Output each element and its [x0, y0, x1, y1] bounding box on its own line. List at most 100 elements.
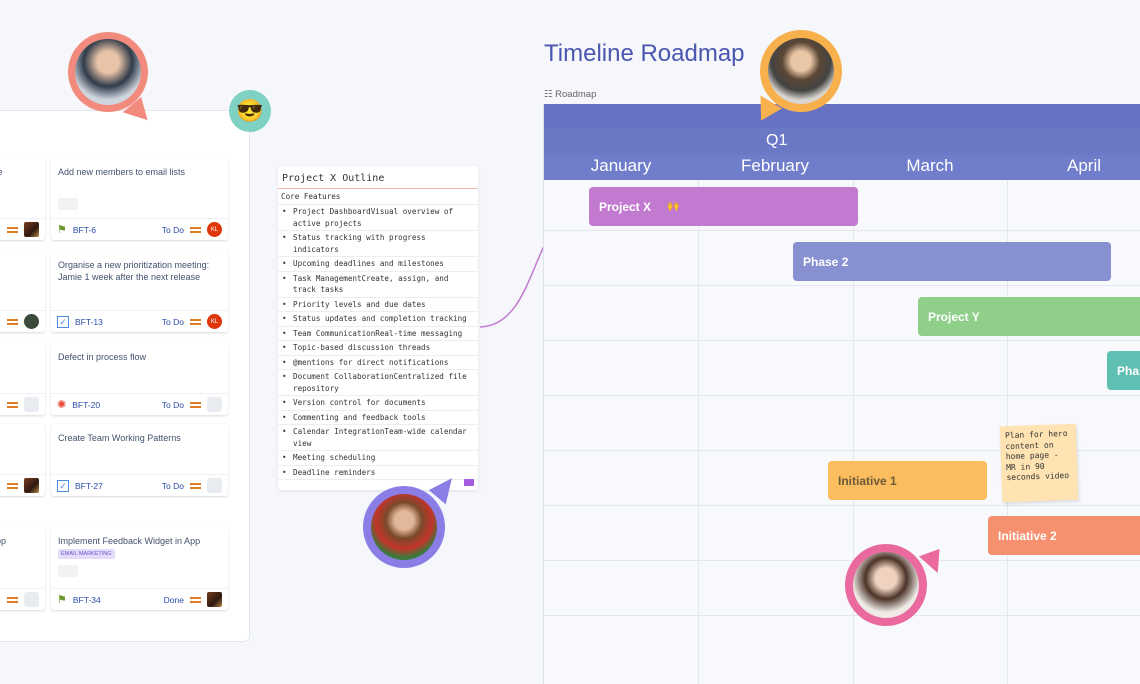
quarter-label: Q1	[766, 132, 788, 149]
collaborator-avatar	[760, 30, 842, 112]
gantt-chart[interactable]: Q1 January February March April Project …	[543, 104, 1140, 684]
outline-title: Project X Outline	[278, 166, 478, 189]
issue-key[interactable]: BFT-6	[72, 224, 97, 235]
avatar	[207, 478, 222, 493]
card-title: Organise a new prioritization meeting: J…	[58, 260, 210, 282]
collaborator-avatar	[68, 32, 148, 112]
issue-key[interactable]: BFT-27	[75, 480, 103, 491]
card-title: App	[0, 536, 7, 546]
bug-icon: ✺	[57, 399, 67, 411]
card-partial[interactable]: e	[0, 343, 45, 415]
bar-project-y[interactable]: Project Y	[918, 297, 1140, 336]
bar-label: Initiative 2	[998, 528, 1057, 543]
roadmap-title: Timeline Roadmap	[544, 40, 745, 67]
comment-icon[interactable]	[464, 479, 474, 486]
month-label: February	[740, 156, 810, 175]
priority-icon	[7, 482, 18, 489]
bar-phase-2[interactable]: Phase 2	[793, 242, 1111, 281]
card-title: Create Team Working Patterns	[58, 433, 181, 443]
outline-item: Deadline reminders	[278, 466, 478, 480]
issue-key[interactable]: BFT-34	[72, 594, 101, 605]
quarter-row: Q1	[544, 128, 1140, 155]
card-title: Add new members to email lists	[58, 167, 186, 177]
bar-initiative-2[interactable]: Initiative 2	[988, 516, 1140, 555]
bar-label: Phase 2	[803, 254, 849, 269]
project-outline-document[interactable]: Project X Outline Core Features Project …	[278, 166, 478, 490]
roadmap-icon: ☷	[544, 89, 556, 100]
bar-label: Project X	[599, 199, 652, 214]
task-checkbox-icon: ✓	[57, 315, 69, 328]
avatar	[207, 397, 222, 412]
priority-icon	[190, 596, 201, 603]
avatar: KL	[207, 222, 222, 237]
avatar	[24, 222, 39, 237]
story-bookmark-icon: ⚑	[57, 224, 67, 236]
grid-line	[544, 230, 1140, 231]
month-label: January	[590, 156, 652, 175]
month-label: March	[906, 156, 954, 175]
issue-key[interactable]: BFT-20	[72, 399, 101, 410]
roadmap-label-text: Roadmap	[555, 89, 597, 100]
grid-line	[698, 180, 699, 684]
issue-card[interactable]: Implement Feedback Widget in App EMAIL M…	[51, 527, 228, 610]
bar-label: Initiative 1	[838, 473, 897, 488]
avatar	[24, 592, 39, 607]
priority-icon	[7, 401, 18, 408]
status-label[interactable]: To Do	[161, 224, 184, 235]
card-title: ate	[0, 167, 3, 177]
grid-line	[544, 505, 1140, 506]
label-badge[interactable]: EMAIL MARKETING	[58, 549, 115, 559]
card-title: Defect in process flow	[58, 352, 147, 362]
priority-icon	[190, 318, 201, 325]
grid-line	[544, 285, 1140, 286]
story-bookmark-icon: ⚑	[57, 594, 67, 606]
priority-icon	[7, 596, 18, 603]
priority-icon	[190, 401, 201, 408]
attachment-thumbnail	[58, 565, 78, 577]
grid-line	[853, 180, 854, 684]
card-partial[interactable]: ate	[0, 158, 45, 240]
sunglasses-emoji-icon: 😎	[229, 90, 271, 132]
issue-card[interactable]: Add new members to email lists ⚑ BFT-6 To …	[51, 158, 228, 240]
month-label: April	[1066, 156, 1101, 175]
bar-label: Phase	[1117, 363, 1140, 378]
avatar	[207, 592, 222, 607]
grid-line	[544, 395, 1140, 396]
grid-line	[544, 340, 1140, 341]
card-partial[interactable]: App	[0, 527, 45, 610]
attachment-thumbnail	[58, 198, 78, 210]
status-label[interactable]: To Do	[161, 399, 184, 410]
issue-card[interactable]: Organise a new prioritization meeting: J…	[51, 251, 228, 332]
collaborator-avatar	[845, 544, 927, 626]
status-label[interactable]: Done	[163, 594, 184, 605]
issue-key[interactable]: BFT-13	[75, 316, 103, 327]
task-checkbox-icon: ✓	[57, 479, 69, 492]
bar-initiative-1[interactable]: Initiative 1	[828, 461, 987, 500]
grid-line	[544, 560, 1140, 561]
roadmap-label: ☷ Roadmap	[544, 89, 596, 100]
bar-project-x[interactable]: Project X 🙌	[589, 187, 858, 226]
priority-icon	[7, 318, 18, 325]
card-partial[interactable]	[0, 251, 45, 332]
avatar: KL	[207, 314, 222, 329]
status-label[interactable]: To Do	[161, 480, 184, 491]
issue-card[interactable]: Create Team Working Patterns ✓ BFT-27 To D…	[51, 424, 228, 496]
avatar	[24, 478, 39, 493]
avatar	[24, 397, 39, 412]
clap-reaction-icon: 🙌	[667, 201, 680, 212]
bar-phase[interactable]: Phase	[1107, 351, 1140, 390]
priority-icon	[190, 482, 201, 489]
gantt-header-band	[544, 104, 1140, 128]
issue-card[interactable]: Defect in process flow ✺ BFT-20 To Do	[51, 343, 228, 415]
grid-line	[544, 615, 1140, 616]
card-partial[interactable]	[0, 424, 45, 496]
priority-icon	[7, 226, 18, 233]
grid-line	[544, 450, 1140, 451]
month-row: January February March April	[544, 155, 1140, 180]
avatar	[24, 314, 39, 329]
priority-icon	[190, 226, 201, 233]
bar-label: Project Y	[928, 309, 980, 324]
status-label[interactable]: To Do	[161, 316, 184, 327]
card-title: Implement Feedback Widget in App	[58, 536, 201, 546]
sticky-note[interactable]: Plan for hero content on home page - MR …	[999, 423, 1079, 503]
